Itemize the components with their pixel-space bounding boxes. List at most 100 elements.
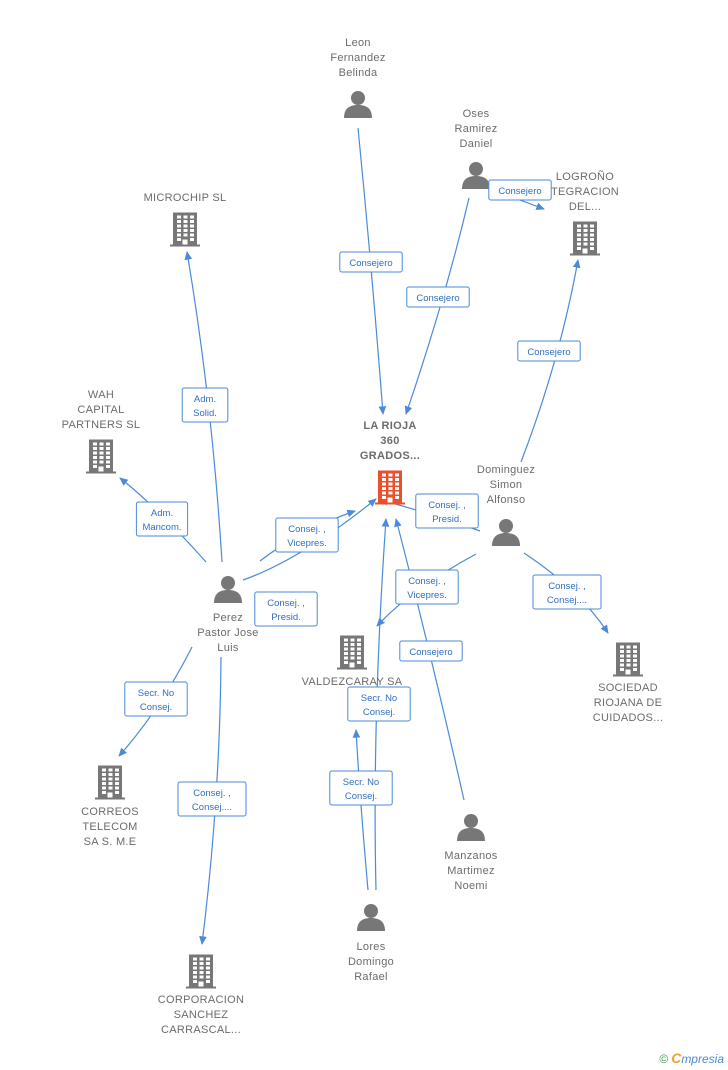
edge-label-text: Consejero [409, 647, 452, 658]
node-label: TELECOM [82, 821, 137, 833]
edge-label-box [399, 640, 463, 662]
edge-e15 [352, 729, 369, 891]
edge-label-text: Consej. [345, 791, 377, 802]
edge-label-box [177, 781, 247, 817]
company-node-corporacion[interactable]: CORPORACIONSANCHEZCARRASCAL... [158, 954, 244, 1037]
edge-label-e9[interactable]: Consej. ,Presid. [415, 493, 479, 529]
edge-label-e5[interactable]: Adm.Solid. [181, 387, 229, 423]
edge-label-e4[interactable]: Consejero [517, 340, 581, 362]
edge-label-e13[interactable]: Secr. No Consej. [124, 681, 188, 717]
edge-label-text: Secr. No [343, 777, 379, 788]
edge-label-e16[interactable]: Consej. ,Consej.... [177, 781, 247, 817]
node-label: Luis [217, 642, 239, 654]
node-label: LA RIOJA [363, 420, 416, 432]
building-icon [95, 765, 125, 800]
brand-footer[interactable]: ©Cmpresia [659, 1050, 724, 1066]
edge-label-e3[interactable]: Consejero [488, 179, 552, 201]
edge-label-box [415, 493, 479, 529]
node-label: Daniel [460, 138, 493, 150]
edge-label-text: Presid. [271, 612, 301, 623]
edge-label-text: Consej. , [288, 524, 326, 535]
node-label: Dominguez [477, 464, 535, 476]
building-icon [86, 439, 116, 474]
edge-label-box [517, 340, 581, 362]
edge-label-box [532, 574, 602, 610]
copyright-icon: © [659, 1052, 669, 1066]
edge-label-text: Secr. No [138, 688, 174, 699]
edge-label-box [488, 179, 552, 201]
edge-label-text: Vicepres. [407, 590, 446, 601]
edge-label-text: Consejero [527, 347, 570, 358]
company-node-correos[interactable]: CORREOS TELECOM SA S. M.E [81, 765, 139, 849]
node-label: Ramirez [454, 123, 497, 135]
edge-label-box [395, 569, 459, 605]
edge-label-text: Consej.... [192, 802, 232, 813]
person-icon [214, 576, 242, 603]
edge-label-text: Secr. No [361, 693, 397, 704]
building-icon [337, 635, 367, 670]
company-node-valdezcaray[interactable]: VALDEZCARAY SA [302, 635, 403, 689]
edge-label-text: Mancom. [142, 522, 181, 533]
node-label: Fernandez [330, 52, 385, 64]
node-label: CUIDADOS... [593, 712, 664, 724]
person-icon [492, 519, 520, 546]
edge-label-e14[interactable]: Secr. No Consej. [347, 686, 411, 722]
edge-label-e15[interactable]: Secr. No Consej. [329, 770, 393, 806]
edge-label-text: Consej. , [408, 576, 446, 587]
node-label: Leon [345, 37, 371, 49]
brand-name: mpresia [681, 1052, 724, 1066]
nodes-layer: LA RIOJA360GRADOS...LeonFernandezBelinda… [62, 37, 664, 1037]
edge-label-box [254, 591, 318, 627]
building-icon [613, 642, 643, 677]
edge-label-e10[interactable]: Consej. , Vicepres. [395, 569, 459, 605]
edge-label-box [181, 387, 229, 423]
node-label: SA S. M.E [84, 836, 137, 848]
node-label: CORREOS [81, 806, 139, 818]
node-label: SANCHEZ [174, 1009, 229, 1021]
edge-label-text: Consej. [140, 702, 172, 713]
edge-label-e6[interactable]: Adm. Mancom. [135, 501, 189, 537]
person-icon [344, 91, 372, 118]
node-label: Domingo [348, 956, 394, 968]
edge-label-text: Vicepres. [287, 538, 326, 549]
edge-label-box [135, 501, 189, 537]
edge-label-text: Solid. [193, 408, 217, 419]
edge-label-e7[interactable]: Consej. , Vicepres. [275, 517, 339, 553]
person-icon [462, 162, 490, 189]
edge-label-e1[interactable]: Consejero [339, 251, 403, 273]
brand-logo-initial: C [671, 1050, 682, 1066]
node-label: TEGRACION [551, 186, 619, 198]
edge-label-box [275, 517, 339, 553]
node-label: Pastor Jose [197, 627, 258, 639]
company-node-logrono[interactable]: LOGROÑOTEGRACIONDEL... [551, 170, 619, 256]
company-node-microchip[interactable]: MICROCHIP SL [144, 192, 227, 247]
edge-label-e2[interactable]: Consejero [406, 286, 470, 308]
node-label: Perez [213, 612, 243, 624]
edge-labels-layer: ConsejeroConsejeroConsejeroConsejeroAdm.… [124, 179, 602, 817]
edge-label-e11[interactable]: Consej. ,Consej.... [532, 574, 602, 610]
node-label: 360 [380, 435, 399, 447]
edge-label-text: Consejero [498, 186, 541, 197]
edge-label-e8[interactable]: Consej. ,Presid. [254, 591, 318, 627]
edge-label-text: Presid. [432, 514, 462, 525]
node-label: VALDEZCARAY SA [302, 676, 403, 688]
edge-label-text: Adm. [151, 508, 173, 519]
edge-label-box [124, 681, 188, 717]
edge-label-box [329, 770, 393, 806]
node-label: Noemi [454, 880, 487, 892]
person-icon [457, 814, 485, 841]
company-node-center[interactable]: LA RIOJA360GRADOS... [360, 420, 420, 505]
node-label: Alfonso [487, 494, 526, 506]
edge-label-text: Consej. [363, 707, 395, 718]
edge-label-e12[interactable]: Consejero [399, 640, 463, 662]
node-label: Martimez [447, 865, 495, 877]
